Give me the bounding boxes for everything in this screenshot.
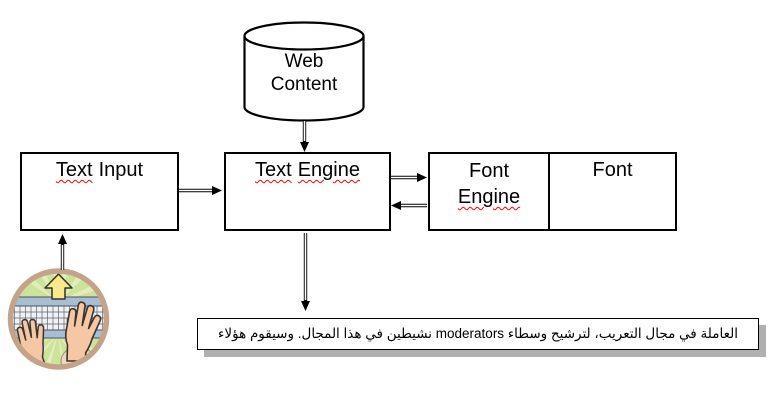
cylinder-shape bbox=[243, 21, 365, 122]
font-engine-line1: Font bbox=[468, 160, 510, 182]
arrow-textengine-to-fontengine bbox=[391, 173, 427, 182]
web-content-line1: Web bbox=[284, 51, 324, 72]
web-content-line2: Content bbox=[270, 74, 338, 95]
node-font: Font bbox=[550, 152, 677, 231]
up-arrow-icon bbox=[44, 273, 73, 300]
keyboard-hands-clipart bbox=[7, 268, 110, 370]
font-engine-line2: Engine bbox=[457, 186, 521, 208]
node-font-engine: Font Engine bbox=[428, 152, 550, 231]
arrow-webcontent-to-textengine bbox=[300, 121, 309, 152]
arrow-fontengine-to-textengine bbox=[391, 201, 427, 210]
output-text-box: العاملة في مجال التعريب، لترشيح وسطاء mo… bbox=[197, 318, 759, 350]
clipart-ring bbox=[7, 268, 110, 370]
arrow-textengine-to-output bbox=[301, 233, 310, 311]
keyboard-hands-icon bbox=[7, 268, 110, 370]
text-engine-word2: Engine bbox=[297, 159, 360, 181]
font-label: Font bbox=[592, 159, 633, 181]
output-arabic-text: العاملة في مجال التعريب، لترشيح وسطاء mo… bbox=[218, 326, 738, 341]
arrow-textinput-to-textengine bbox=[179, 186, 222, 195]
node-web-content: Web Content bbox=[243, 20, 365, 124]
text-input-word1: Text bbox=[55, 159, 93, 181]
text-engine-word1: Text bbox=[255, 159, 292, 181]
web-content-label: Web Content bbox=[243, 50, 365, 96]
text-input-word2: Input bbox=[98, 159, 144, 181]
arrow-keyboard-to-textinput bbox=[58, 234, 67, 270]
